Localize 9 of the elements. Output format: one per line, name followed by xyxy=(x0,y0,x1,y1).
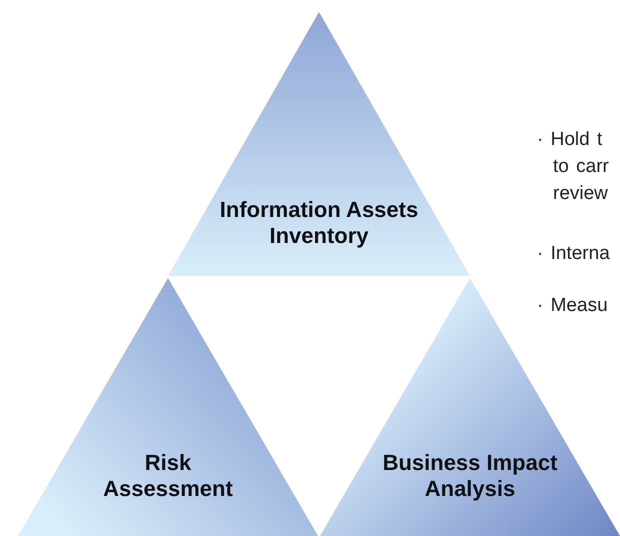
bullet-note: · Hold t to carr review xyxy=(537,128,610,206)
section-title: Information Assets Inventory xyxy=(218,197,420,249)
bullet-note: · Interna xyxy=(537,242,611,266)
triangle-section xyxy=(320,278,620,536)
bullet-note: · Measu xyxy=(537,294,609,318)
section-title: Risk Assessment xyxy=(102,450,234,502)
section-title: Business Impact Analysis xyxy=(382,450,558,502)
triangle-section xyxy=(18,278,318,536)
triangle-section xyxy=(168,12,470,276)
